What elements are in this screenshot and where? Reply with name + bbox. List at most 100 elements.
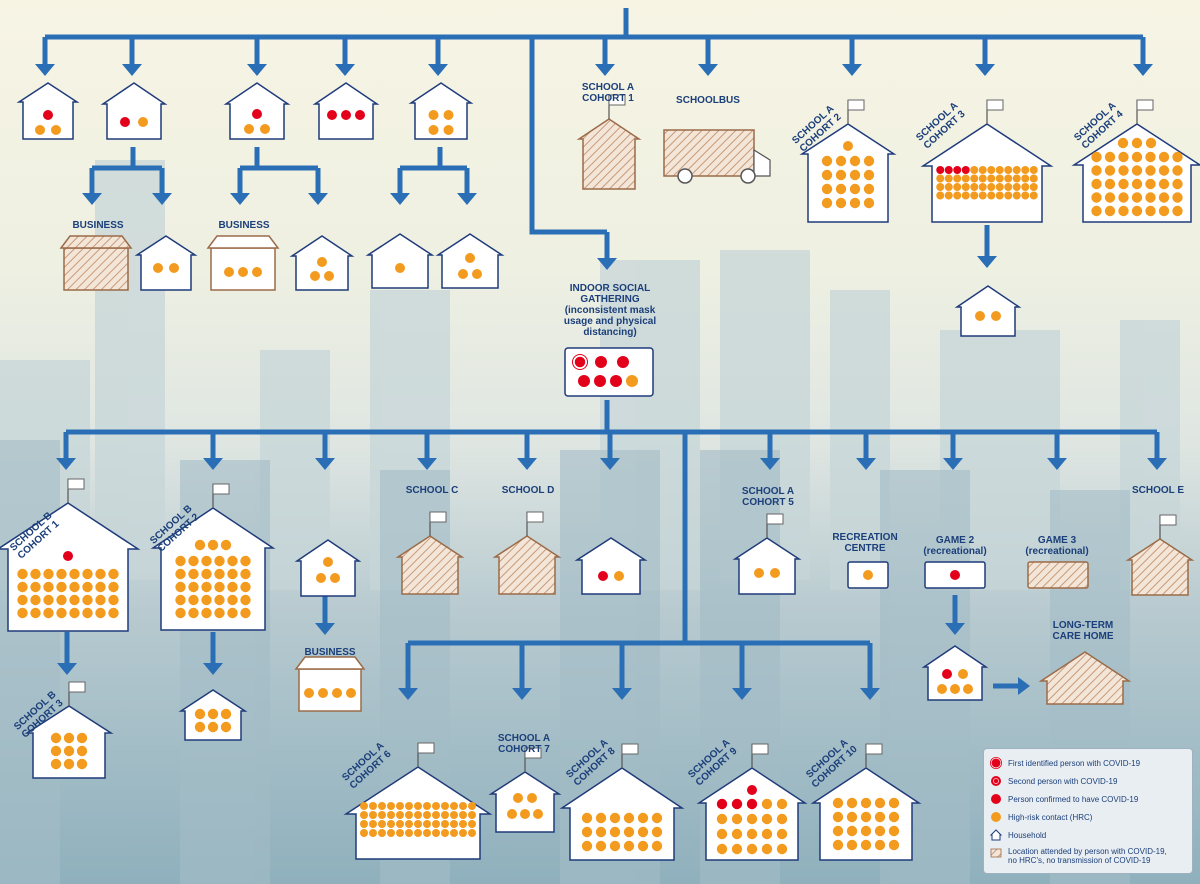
- hrc-dot: [175, 568, 186, 580]
- hrc-dot: [716, 828, 728, 840]
- hrc-dot: [860, 797, 872, 809]
- hrc-dot: [846, 839, 858, 851]
- covid-case-dot: [598, 571, 608, 581]
- hrc-dot: [405, 820, 413, 828]
- arrow-head: [977, 256, 997, 268]
- household: [408, 82, 474, 140]
- hrc-dot: [428, 125, 439, 135]
- hrc-dot: [623, 840, 635, 852]
- hrc-dot: [227, 568, 238, 580]
- covid-case-dot: [716, 798, 728, 810]
- arrow-head: [1133, 64, 1153, 76]
- legend-item: Location attended by person with COVID-1…: [990, 847, 1167, 865]
- label-school-a-cohort-7: SCHOOL A COHORT 7: [497, 733, 551, 755]
- hrc-dot: [387, 811, 395, 819]
- long-term-care-home-icon: [1038, 651, 1132, 705]
- school-a-cohort-9-icon: [696, 743, 808, 861]
- hrc-dot: [1012, 174, 1021, 183]
- hrc-dot: [1145, 192, 1156, 203]
- hrc-dot: [432, 820, 440, 828]
- hrc-dot: [428, 110, 439, 120]
- hrc-dot: [1029, 166, 1038, 174]
- covid-case-dot: [942, 669, 952, 679]
- hrc-dot: [63, 745, 75, 757]
- bus-hood: [753, 148, 771, 177]
- connector-line: [240, 147, 260, 171]
- hrc-dot: [175, 607, 186, 619]
- hrc-dot: [995, 191, 1004, 200]
- label-game-3: GAME 3 (recreational): [1025, 535, 1089, 557]
- hrc-dot: [770, 568, 780, 578]
- hrc-dot: [1158, 205, 1170, 217]
- school-b-cohort-2-icon: [150, 483, 276, 631]
- hrc-dot: [846, 797, 858, 809]
- hrc-dot: [50, 758, 62, 770]
- arrow-head: [612, 688, 632, 700]
- hrc-dot: [1091, 165, 1102, 176]
- wheel-icon: [740, 168, 756, 184]
- hrc-dot: [194, 708, 206, 720]
- game-2-icon: [924, 561, 986, 589]
- hrc-dot: [821, 183, 833, 195]
- hrc-dot: [414, 811, 422, 819]
- hrc-dot: [108, 581, 119, 593]
- hrc-dot: [995, 166, 1004, 174]
- school-d-icon: [492, 511, 562, 595]
- hrc-dot: [1012, 166, 1021, 174]
- hrc-dot: [888, 839, 900, 851]
- first-case-ring: [572, 354, 588, 370]
- hrc-dot: [465, 253, 475, 263]
- hrc-dot: [56, 568, 67, 580]
- hrc-dot: [1172, 178, 1183, 190]
- school-a-cohort-4-icon: [1071, 99, 1200, 223]
- hrc-dot: [1029, 174, 1038, 183]
- hrc-dot: [995, 183, 1004, 191]
- arrow-head: [82, 193, 102, 205]
- hrc-dot: [414, 802, 422, 810]
- covid-case-dot: [341, 110, 351, 120]
- hrc-dot: [360, 811, 368, 819]
- hrc-dot: [387, 802, 395, 810]
- hrc-dot: [1158, 151, 1170, 163]
- school-b-cohort-1-icon: [0, 478, 141, 632]
- recreation-centre-icon: [847, 561, 889, 589]
- hrc-dot: [316, 573, 326, 583]
- hrc-dot: [30, 581, 41, 593]
- hrc-dot: [863, 570, 873, 580]
- hrc-dot: [995, 174, 1004, 183]
- hrc-dot: [56, 594, 67, 606]
- arrow-head: [856, 458, 876, 470]
- hrc-dot: [776, 828, 788, 840]
- hrc-dot: [459, 802, 467, 810]
- hrc-dot: [746, 843, 758, 855]
- household: [100, 82, 168, 140]
- hrc-dot: [595, 812, 607, 824]
- covid-case-dot: [595, 356, 607, 368]
- hrc-dot: [369, 820, 377, 828]
- hrc-dot: [95, 568, 106, 580]
- household: [134, 235, 198, 291]
- hrc-dot: [423, 820, 431, 828]
- hrc-dot: [1145, 137, 1157, 149]
- hrc-dot: [595, 826, 607, 838]
- arrow-head: [943, 458, 963, 470]
- hrc-dot: [69, 568, 80, 580]
- wheel-icon: [677, 168, 693, 184]
- school-a-cohort-6-icon: [343, 742, 493, 860]
- hrc-dot: [961, 183, 970, 191]
- hrc-dot: [1158, 192, 1170, 203]
- attended-location-icon: [990, 848, 1002, 858]
- hrc-dot: [201, 607, 212, 619]
- hrc-dot: [987, 191, 996, 200]
- hrc-dot: [849, 155, 861, 167]
- arrow-head: [56, 458, 76, 470]
- hrc-dot: [17, 607, 28, 619]
- hrc-dot: [50, 732, 62, 744]
- awning-icon: [294, 656, 366, 670]
- hrc-dot: [958, 669, 968, 679]
- hrc-dot: [240, 581, 251, 593]
- hrc-dot: [194, 721, 206, 733]
- hrc-dot: [761, 813, 773, 825]
- hrc-dot: [1004, 166, 1013, 174]
- hrc-dot: [1131, 165, 1143, 176]
